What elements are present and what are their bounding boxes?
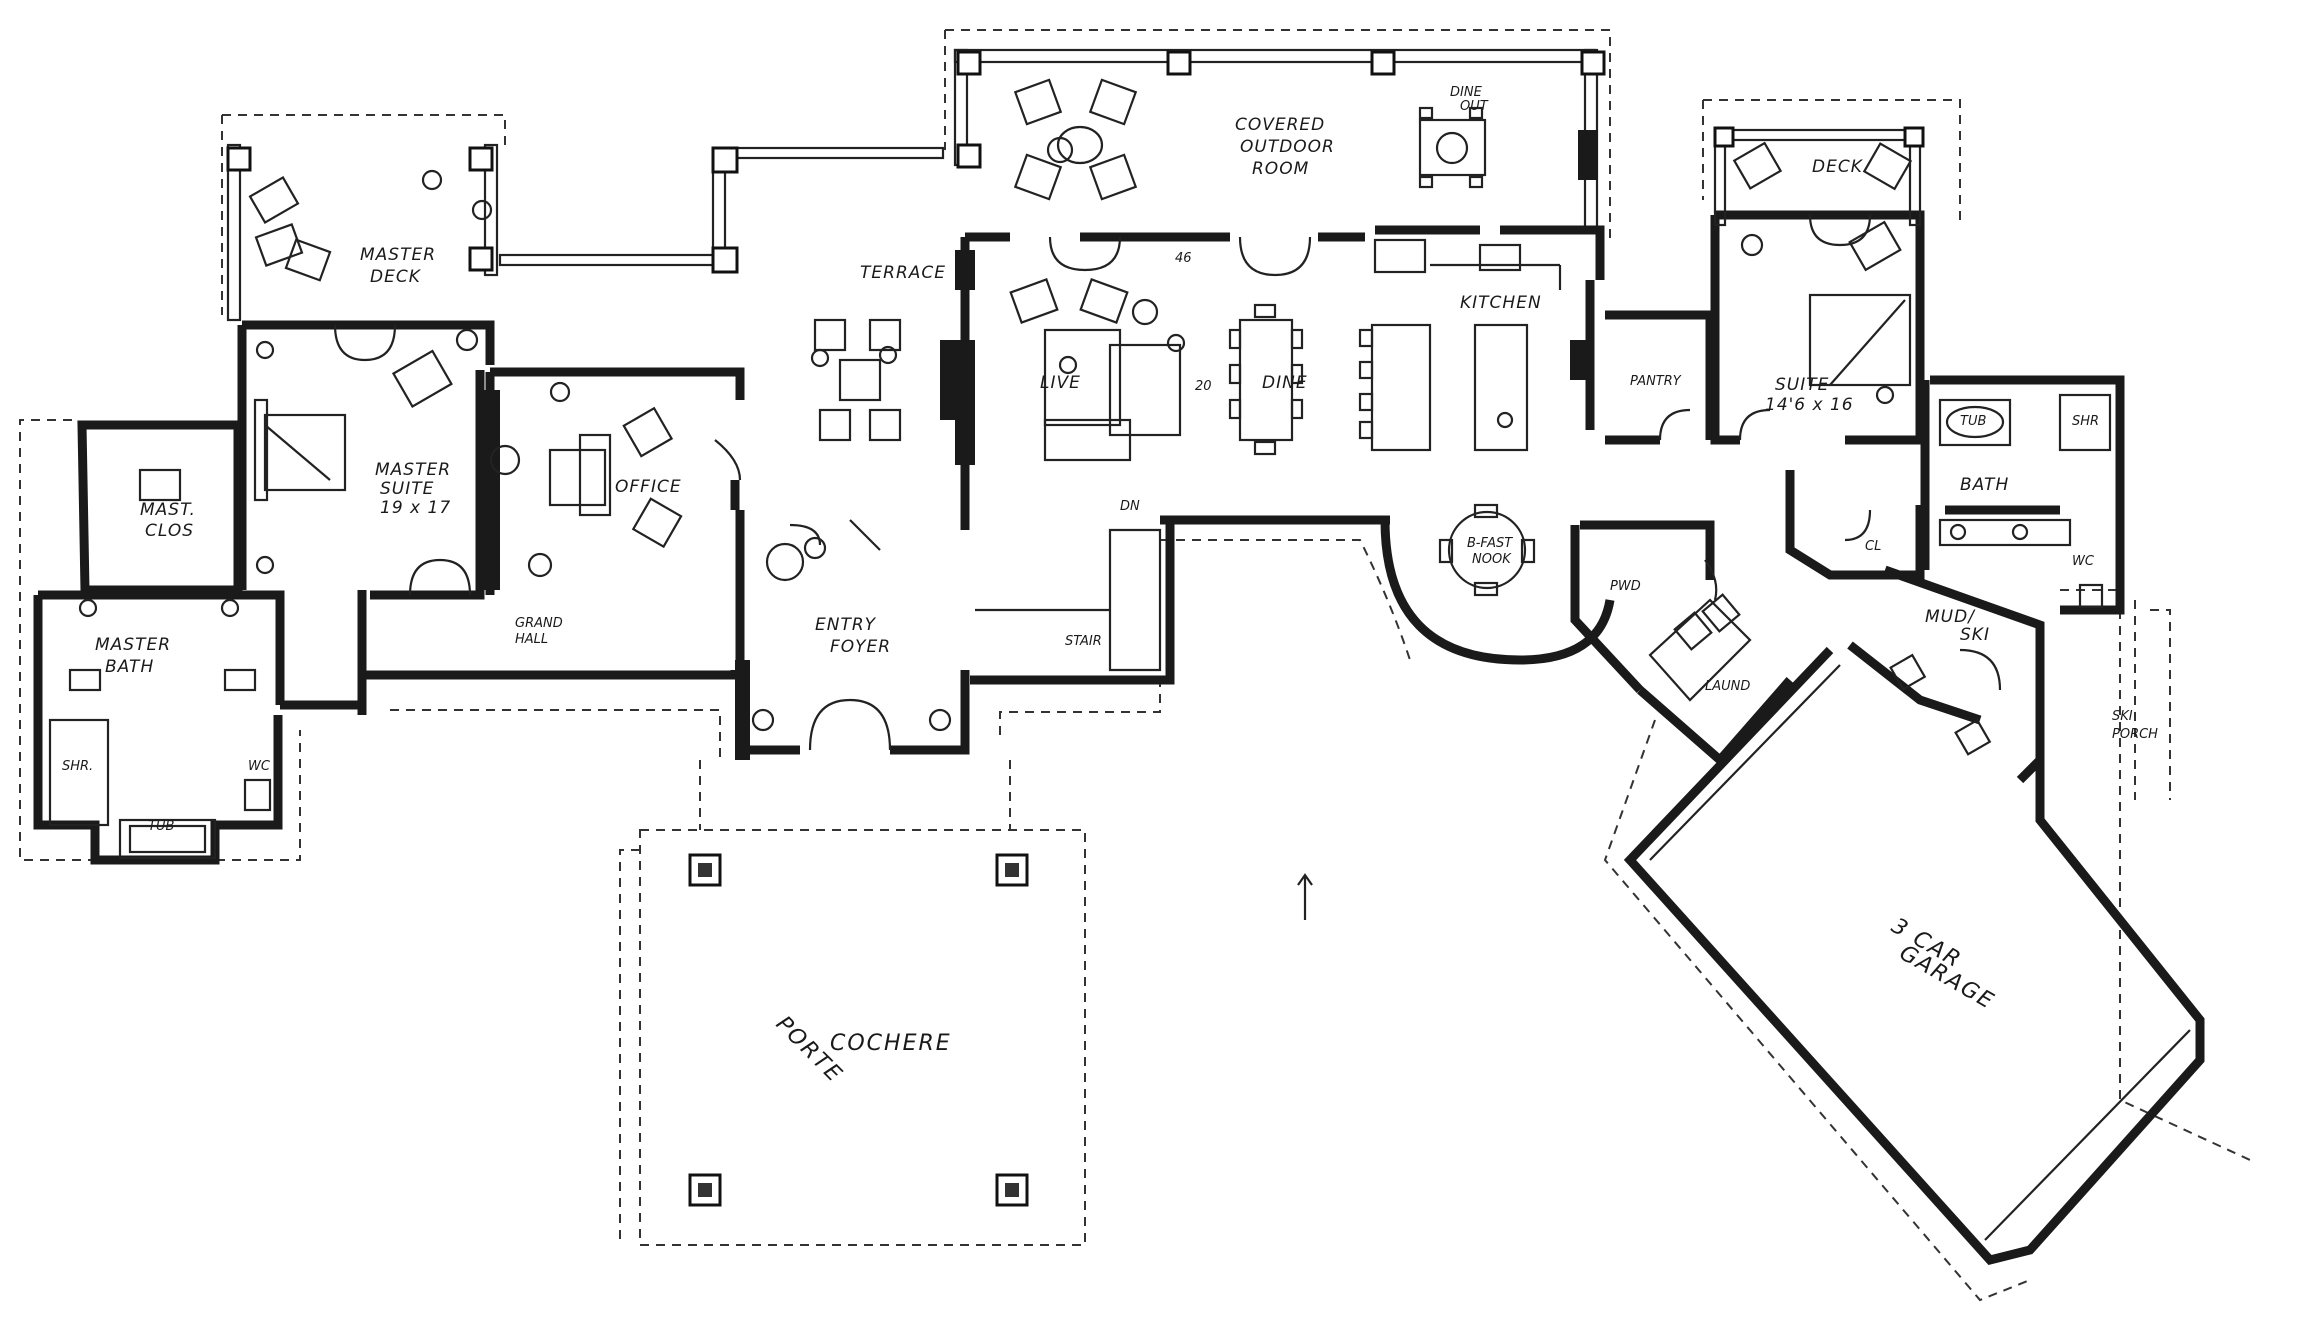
label-wc-right: WC <box>2072 554 2095 569</box>
label-ski-porch-1: SKI <box>2112 709 2133 724</box>
label-office: OFFICE <box>615 477 682 497</box>
label-shr-right: SHR <box>2072 414 2099 429</box>
label-live: LIVE <box>1040 373 1081 393</box>
label-tub-left: TUB <box>148 819 174 834</box>
doors <box>333 214 2002 751</box>
label-mud-ski-2: SKI <box>1960 625 1990 645</box>
label-tub-right: TUB <box>1960 414 1986 429</box>
label-covered-outdoor-3: ROOM <box>1252 159 1309 179</box>
label-bfast-nook-1: B-FAST <box>1467 536 1513 551</box>
label-laund: LAUND <box>1705 679 1750 694</box>
label-master-suite-1: MASTER <box>375 460 451 480</box>
label-pantry: PANTRY <box>1630 374 1682 389</box>
label-terrace: TERRACE <box>860 263 946 283</box>
label-master-suite-dim: 19 x 17 <box>380 498 451 518</box>
label-covered-outdoor-1: COVERED <box>1235 115 1325 135</box>
label-stair-2: DN <box>1120 499 1140 514</box>
label-grand-hall-1: GRAND <box>515 616 563 631</box>
label-dim-46: 46 <box>1175 251 1192 266</box>
roof-overhang-lines <box>19 29 2251 1302</box>
label-master-deck-1: MASTER <box>360 245 436 265</box>
label-dine-out-2: OUT <box>1460 99 1489 114</box>
label-bfast-nook-2: NOOK <box>1472 552 1512 567</box>
label-cl: CL <box>1865 539 1881 554</box>
label-suite-1: SUITE <box>1775 375 1829 395</box>
label-entry-foyer-1: ENTRY <box>815 615 877 635</box>
label-pwd: PWD <box>1610 579 1641 594</box>
label-master-deck-2: DECK <box>370 267 422 287</box>
label-covered-outdoor-2: OUTDOOR <box>1240 137 1335 157</box>
label-suite-2: 14'6 x 16 <box>1765 395 1854 415</box>
label-wc-left: WC <box>248 759 271 774</box>
label-grand-hall-2: HALL <box>515 632 548 647</box>
label-entry-foyer-2: FOYER <box>830 637 891 657</box>
furniture <box>48 78 2112 860</box>
north-arrow-icon <box>1297 873 1313 920</box>
label-stair-1: STAIR <box>1065 634 1102 649</box>
label-dine-out-1: DINE <box>1450 85 1483 100</box>
label-mast-clos-2: CLOS <box>145 521 194 541</box>
label-mud-ski-1: MUD/ <box>1925 607 1976 627</box>
label-dine: DINE <box>1262 373 1308 393</box>
label-dim-20: 20 <box>1195 379 1212 394</box>
label-shr-left: SHR. <box>62 759 93 774</box>
covered-outdoor-room <box>953 48 1606 232</box>
label-bath-right: BATH <box>1960 475 2009 495</box>
label-mast-clos-1: MAST. <box>140 500 196 520</box>
main-walls <box>33 126 2205 1266</box>
label-master-bath-1: MASTER <box>95 635 171 655</box>
porte-cochere-posts <box>688 853 1029 1207</box>
label-master-suite-2: SUITE <box>380 479 434 499</box>
label-deck-right: DECK <box>1812 157 1864 177</box>
label-porte-cochere-2: COCHERE <box>830 1031 952 1056</box>
label-kitchen: KITCHEN <box>1460 293 1542 313</box>
label-ski-porch-2: PORCH <box>2112 727 2158 742</box>
label-master-bath-2: BATH <box>105 657 154 677</box>
